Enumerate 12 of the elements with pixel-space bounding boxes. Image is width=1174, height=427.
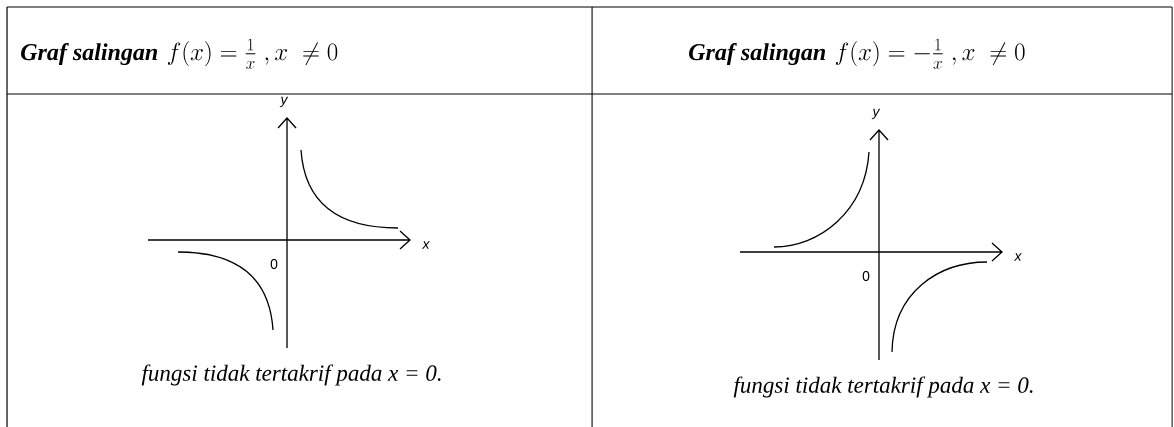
formula: $f(x) = \frac{1}{x} \;, x \;\neq 0$ (167, 38, 338, 69)
header-text: Graf salingan (21, 43, 158, 66)
caption: fungsi tidak tertakrif pada x = 0. (733, 376, 1033, 398)
axis-label: x (1013, 253, 1022, 261)
axis-label: y (871, 108, 881, 120)
axis-label: 0 (862, 271, 870, 281)
header-text: Graf salingan (689, 43, 826, 66)
axis-label: x (421, 241, 430, 249)
formula: $f(x) = -\frac{1}{x} \;, x \;\neq 0$ (835, 38, 1025, 69)
caption: fungsi tidak tertakrif pada x = 0. (141, 364, 441, 386)
axis-label: 0 (270, 259, 278, 269)
axis-label: y (279, 96, 289, 108)
